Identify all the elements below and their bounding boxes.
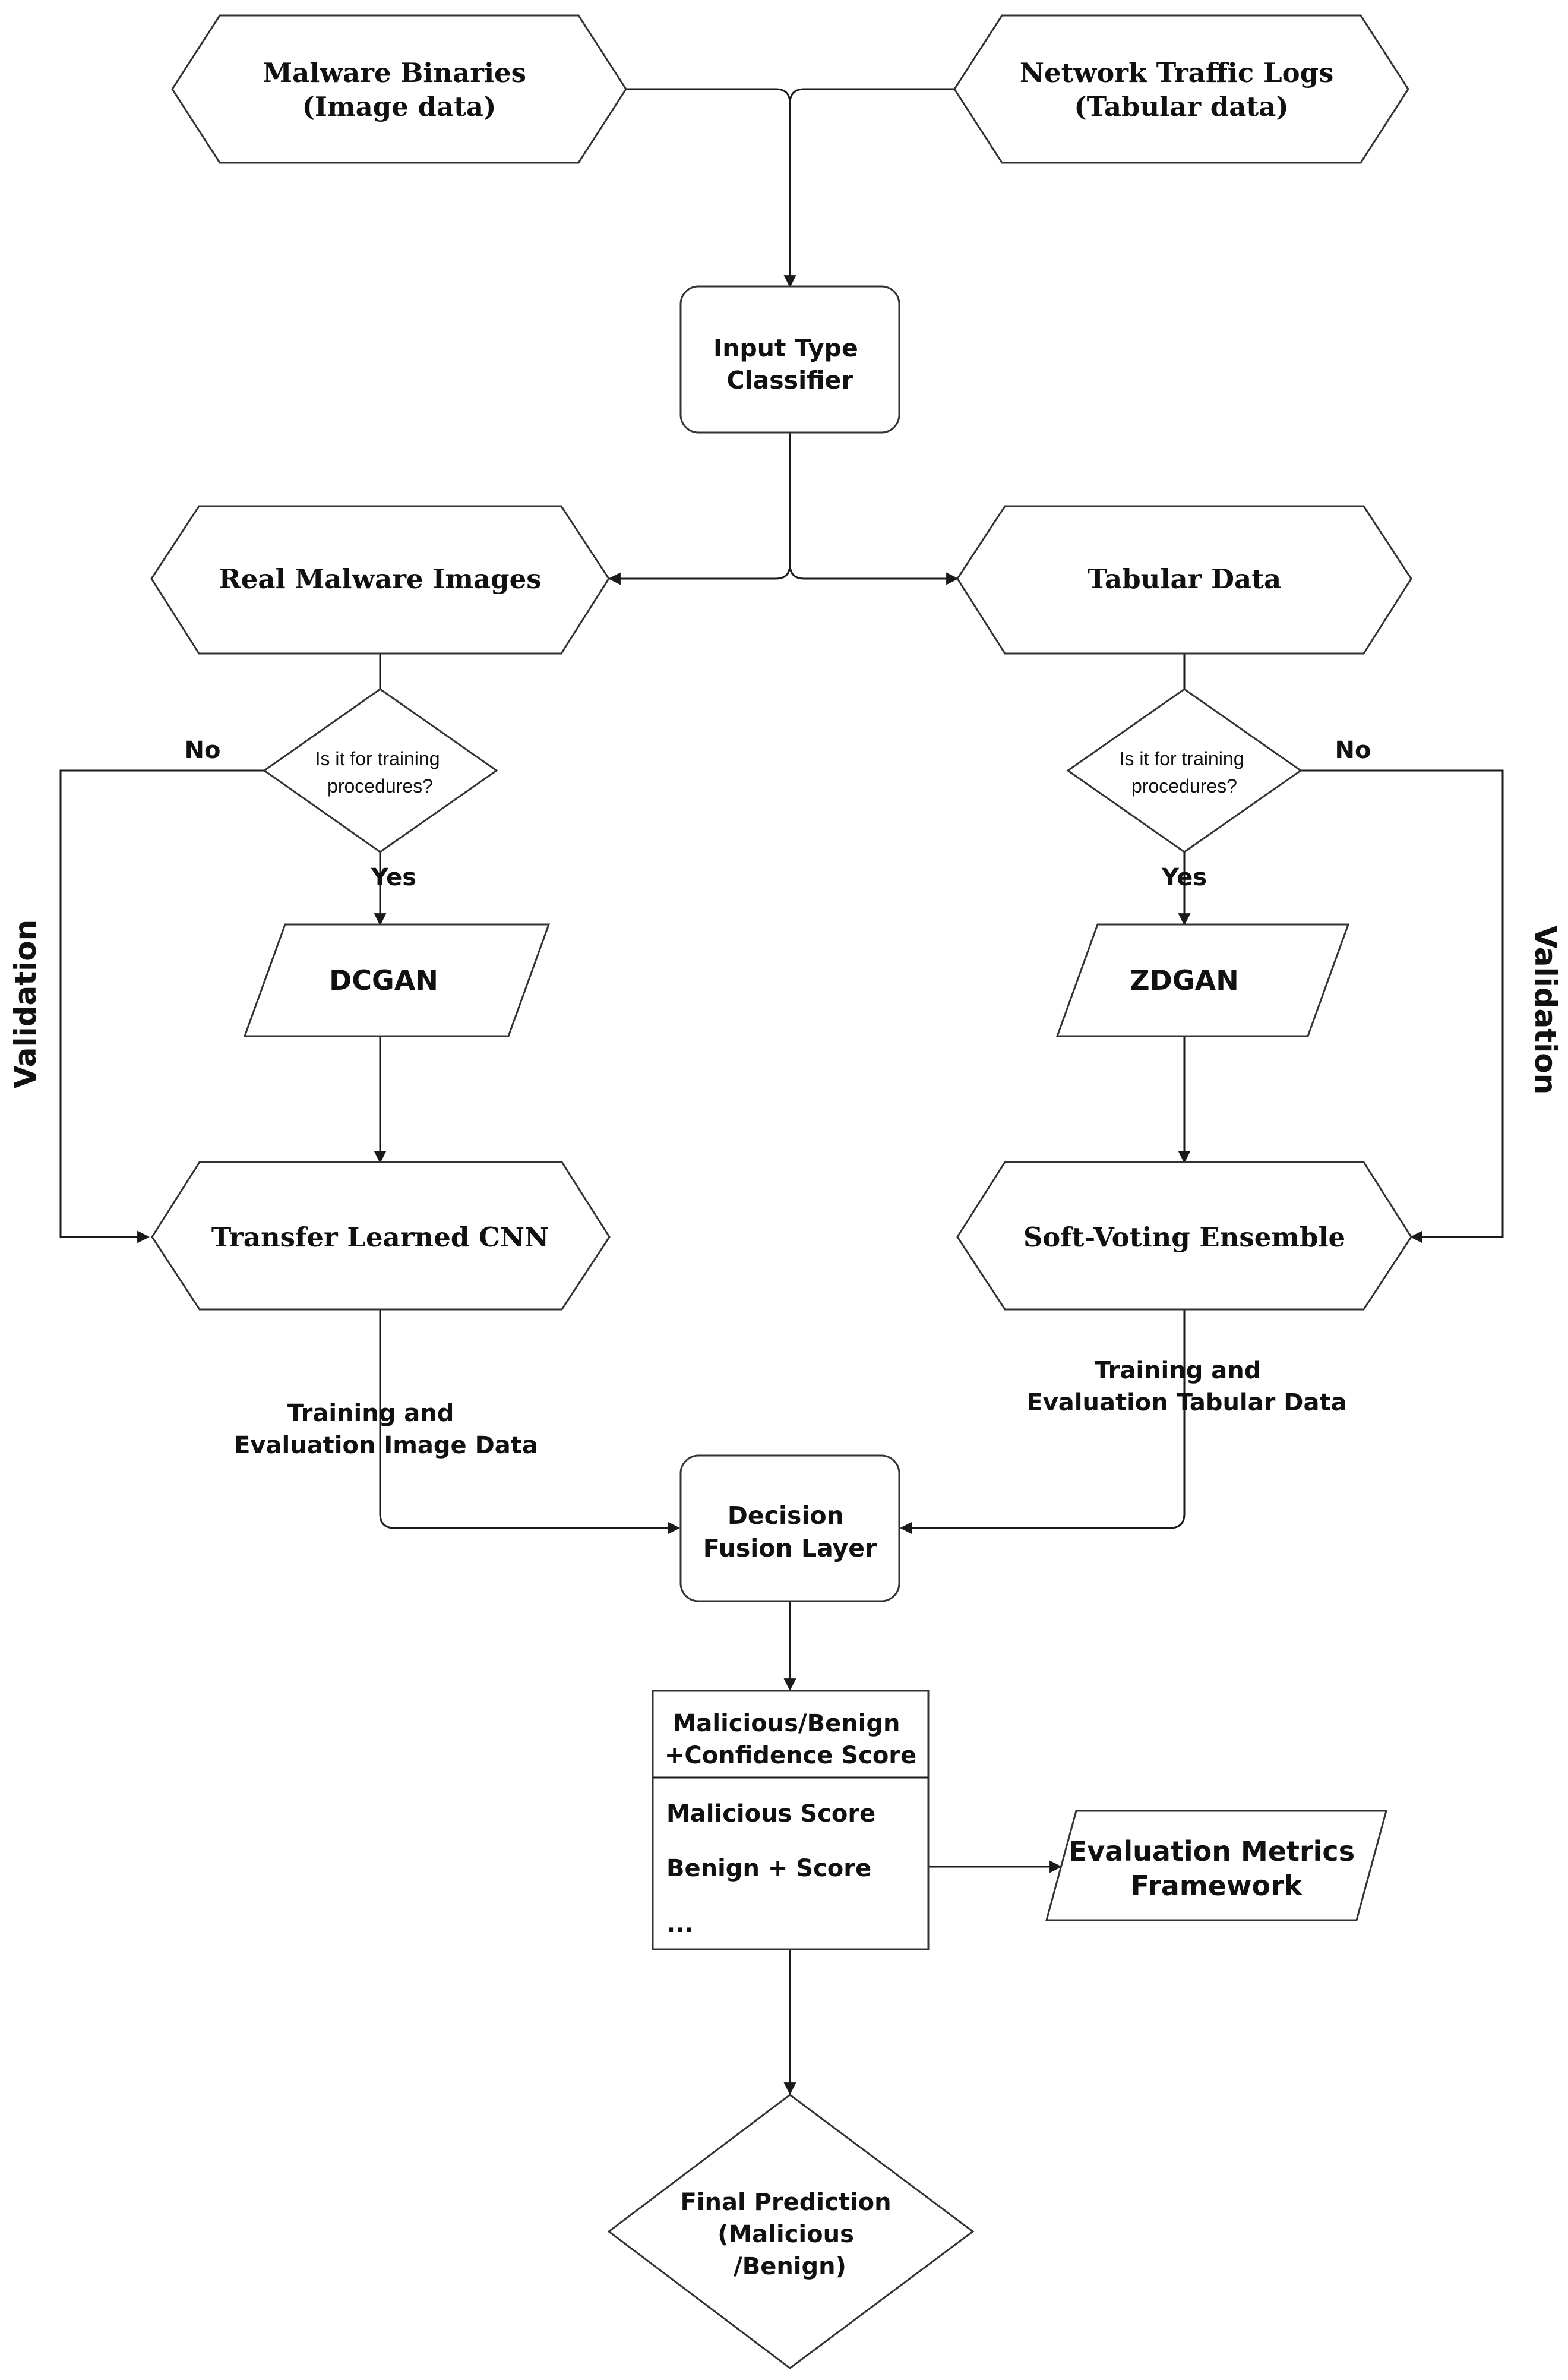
real-malware-images-label: Real Malware Images bbox=[219, 563, 541, 595]
evaluation-metrics-node: Evaluation Metrics Framework bbox=[1045, 1810, 1387, 1921]
edge-ensemble-to-fusion bbox=[899, 1309, 1186, 1535]
input-type-classifier-node: Input Type Classifier bbox=[679, 285, 900, 434]
edge-cnn-to-fusion bbox=[379, 1309, 681, 1535]
soft-voting-label: Soft-Voting Ensemble bbox=[1023, 1221, 1345, 1253]
zdgan-node: ZDGAN bbox=[1055, 923, 1350, 1037]
decision-fusion-layer-node: Decision Fusion Layer bbox=[679, 1454, 900, 1602]
validation-label-left: Validation bbox=[8, 920, 43, 1089]
output-item: Malicious Score bbox=[666, 1800, 875, 1827]
svg-text:Is it for training proce: Is it for training procedures? bbox=[1120, 748, 1250, 797]
right-decision-line2: procedures? bbox=[1131, 775, 1237, 797]
fusion-line1: Decision bbox=[728, 1501, 844, 1530]
svg-text:Final Prediction (Malici: Final Prediction (Malicious /Benign) bbox=[680, 2189, 899, 2280]
final-line3: /Benign) bbox=[734, 2253, 846, 2280]
tabular-data-node: Tabular Data bbox=[956, 505, 1412, 655]
soft-voting-ensemble-node: Soft-Voting Ensemble bbox=[956, 1161, 1412, 1311]
classifier-line2: Classifier bbox=[726, 366, 853, 394]
metrics-line2: Framework bbox=[1131, 1870, 1303, 1902]
edge-right-no-validation bbox=[1301, 769, 1504, 1243]
svg-text:Training and Evaluation: Training and Evaluation Image Data bbox=[234, 1400, 538, 1459]
output-item: Benign + Score bbox=[666, 1855, 871, 1882]
edge-classifier-to-tabular bbox=[789, 564, 959, 585]
yes-label-right: Yes bbox=[1161, 864, 1207, 891]
zdgan-label: ZDGAN bbox=[1130, 964, 1238, 996]
transfer-learned-cnn-node: Transfer Learned CNN bbox=[151, 1161, 611, 1311]
final-prediction-node: Final Prediction (Malicious /Benign) bbox=[607, 2094, 975, 2369]
left-training-decision: Is it for training procedures? bbox=[263, 688, 498, 853]
training-tabular-line1: Training and bbox=[1095, 1357, 1262, 1384]
yes-label-left: Yes bbox=[371, 864, 416, 891]
output-score-table: Malicious/Benign +Confidence Score Malic… bbox=[652, 1690, 930, 1950]
transfer-cnn-label: Transfer Learned CNN bbox=[211, 1221, 549, 1253]
malware-binaries-line2: (Image data) bbox=[302, 91, 497, 122]
network-logs-line1: Network Traffic Logs bbox=[1020, 57, 1334, 89]
training-image-line2: Evaluation Image Data bbox=[234, 1432, 538, 1459]
final-line2: (Malicious bbox=[717, 2221, 854, 2248]
svg-text:Training and Evaluation: Training and Evaluation Tabular Data bbox=[1026, 1357, 1346, 1416]
svg-text:Malware Binaries (Image: Malware Binaries (Image data) bbox=[263, 57, 535, 122]
training-image-line1: Training and bbox=[287, 1400, 454, 1427]
fusion-line2: Fusion Layer bbox=[703, 1534, 877, 1563]
svg-text:Evaluation Metrics Frame: Evaluation Metrics Framework bbox=[1068, 1835, 1364, 1902]
right-decision-line1: Is it for training bbox=[1120, 748, 1244, 769]
network-traffic-logs-node: Network Traffic Logs (Tabular data) bbox=[953, 14, 1409, 164]
edge-classifier-to-real-images bbox=[608, 433, 791, 585]
edges bbox=[59, 88, 1504, 2095]
malware-binaries-node: Malware Binaries (Image data) bbox=[171, 14, 627, 164]
edge-labels: No No Yes Yes Validation Validation Trai… bbox=[8, 737, 1563, 1459]
malware-binaries-line1: Malware Binaries bbox=[263, 57, 526, 89]
edge-network-to-merge bbox=[789, 88, 954, 104]
output-item: ... bbox=[666, 1911, 694, 1938]
svg-text:Decision Fusion Layer: Decision Fusion Layer bbox=[703, 1501, 877, 1563]
edge-left-no-validation bbox=[59, 769, 264, 1243]
network-logs-line2: (Tabular data) bbox=[1074, 91, 1288, 122]
svg-text:Input Type Classifier: Input Type Classifier bbox=[713, 334, 867, 394]
output-header-line2: +Confidence Score bbox=[665, 1742, 916, 1769]
output-header-line1: Malicious/Benign bbox=[673, 1710, 900, 1737]
real-malware-images-node: Real Malware Images bbox=[150, 505, 610, 655]
validation-label-right: Validation bbox=[1528, 926, 1563, 1095]
training-tabular-line2: Evaluation Tabular Data bbox=[1026, 1389, 1346, 1416]
svg-text:Is it for training proce: Is it for training procedures? bbox=[315, 748, 445, 797]
svg-text:Malicious Score Benign +: Malicious Score Benign + Score ... bbox=[666, 1800, 884, 1938]
dcgan-label: DCGAN bbox=[329, 964, 438, 996]
dcgan-node: DCGAN bbox=[243, 923, 551, 1037]
final-line1: Final Prediction bbox=[680, 2189, 891, 2216]
edge-malware-to-merge bbox=[626, 88, 791, 104]
right-training-decision: Is it for training procedures? bbox=[1066, 688, 1303, 853]
classifier-line1: Input Type bbox=[713, 334, 858, 362]
no-label-right: No bbox=[1335, 737, 1371, 764]
svg-text:Malicious/Benign +Confid: Malicious/Benign +Confidence Score bbox=[665, 1710, 916, 1769]
metrics-line1: Evaluation Metrics bbox=[1068, 1835, 1355, 1867]
no-label-left: No bbox=[185, 737, 221, 764]
left-decision-line1: Is it for training bbox=[315, 748, 440, 769]
svg-text:Network Traffic Logs (Ta: Network Traffic Logs (Tabular data) bbox=[1020, 57, 1343, 122]
left-decision-line2: procedures? bbox=[327, 775, 433, 797]
tabular-data-label: Tabular Data bbox=[1088, 563, 1281, 595]
